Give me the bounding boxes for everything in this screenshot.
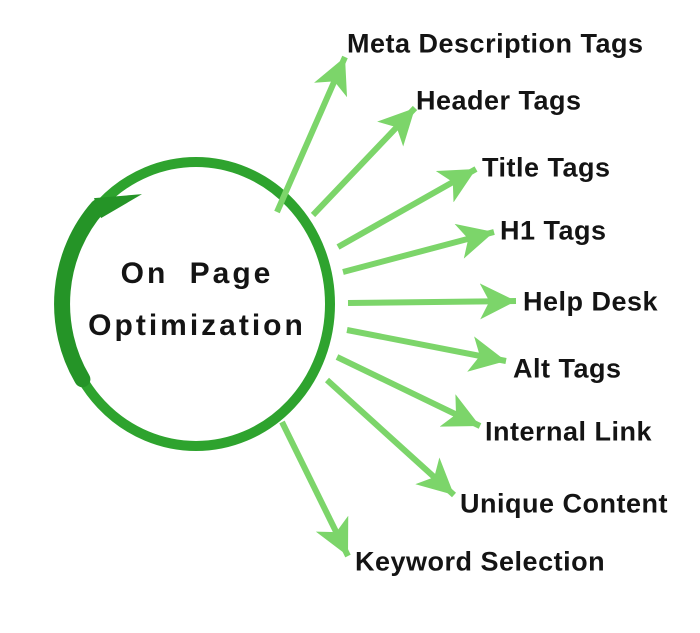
spoke-arrow [310, 105, 418, 218]
brush-stroke-tip [93, 194, 142, 219]
spoke-arrows [274, 55, 517, 558]
spoke-label: Keyword Selection [355, 546, 606, 577]
hub-label: On Page Optimization [52, 248, 342, 352]
spoke-label: Unique Content [460, 488, 668, 519]
spoke-arrow [346, 327, 507, 372]
spoke-arrow [335, 354, 482, 429]
spoke-arrow [324, 377, 457, 498]
spoke-arrow [336, 166, 478, 250]
spoke-arrow [342, 223, 495, 275]
hub-label-line1: On Page [120, 257, 274, 290]
brush-stroke [54, 199, 106, 388]
spoke-label: Header Tags [416, 85, 582, 116]
spoke-arrow [279, 420, 351, 558]
spoke-label: Alt Tags [513, 353, 622, 384]
spoke-label: H1 Tags [500, 215, 607, 246]
spoke-label: Meta Description Tags [347, 28, 644, 59]
spoke-label: Title Tags [482, 152, 611, 183]
spoke-label: Help Desk [523, 286, 659, 317]
spoke-arrow [274, 55, 348, 214]
spoke-label: Internal Link [485, 416, 653, 447]
spoke-arrow [347, 283, 517, 320]
hub-label-line2: Optimization [88, 309, 306, 342]
